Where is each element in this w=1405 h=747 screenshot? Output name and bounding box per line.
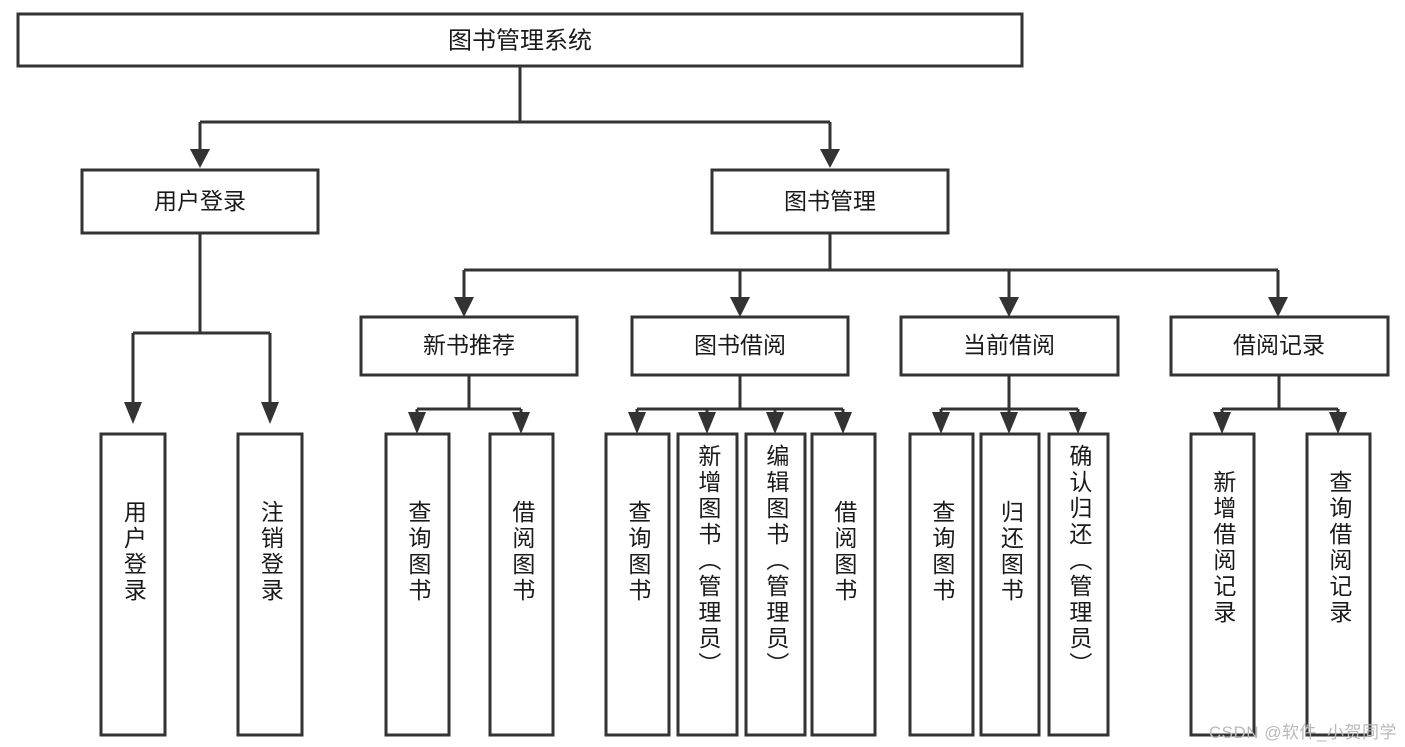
leaf-box-user-login-0[interactable] bbox=[99, 432, 167, 737]
arrowhead-leaf-book-borrow-3 bbox=[834, 412, 852, 434]
arrowhead-leaf-user-login-0 bbox=[124, 402, 142, 424]
node-book-borrow-box[interactable] bbox=[630, 315, 850, 377]
leaf-box-current-borrow-0[interactable] bbox=[908, 432, 975, 737]
leaf-box-book-borrow-0[interactable] bbox=[604, 432, 671, 737]
arrowhead-new-book bbox=[454, 297, 474, 317]
leaf-box-new-book-1[interactable] bbox=[488, 432, 555, 737]
leaf-box-book-borrow-3[interactable] bbox=[810, 432, 877, 737]
node-book-management[interactable]: 图书管理 bbox=[710, 168, 950, 235]
arrowhead-book-mgmt bbox=[820, 149, 840, 168]
node-new-book-recommend[interactable]: 新书推荐 bbox=[359, 315, 579, 377]
leaf-box-user-login-1[interactable] bbox=[236, 432, 304, 737]
arrowhead-borrow-record bbox=[1268, 297, 1288, 317]
arrowhead-leaf-book-borrow-1 bbox=[698, 412, 716, 434]
arrowhead-leaf-current-borrow-2 bbox=[1069, 412, 1087, 434]
node-borrow-record-box[interactable] bbox=[1169, 315, 1390, 377]
leaf-box-book-borrow-2[interactable] bbox=[744, 432, 807, 737]
leaf-box-new-book-0[interactable] bbox=[384, 432, 451, 737]
node-root-box[interactable] bbox=[16, 12, 1024, 68]
arrowhead-leaf-borrow-record-0 bbox=[1213, 412, 1231, 434]
arrowhead-leaf-new-book-1 bbox=[512, 412, 530, 434]
node-user-login[interactable]: 用户登录 bbox=[80, 168, 320, 235]
node-book-management-label: 图书管理 bbox=[784, 188, 876, 214]
arrowhead-leaf-current-borrow-1 bbox=[1000, 412, 1018, 434]
node-book-management-box[interactable] bbox=[710, 168, 950, 235]
node-root[interactable]: 图书管理系统 bbox=[16, 12, 1024, 68]
arrowhead-current-borrow bbox=[999, 297, 1019, 317]
node-root-label: 图书管理系统 bbox=[448, 27, 592, 54]
arrowhead-leaf-borrow-record-1 bbox=[1329, 412, 1347, 434]
arrowhead-leaf-book-borrow-0 bbox=[628, 412, 646, 434]
node-current-borrow-box[interactable] bbox=[899, 315, 1120, 377]
leaf-box-current-borrow-1[interactable] bbox=[979, 432, 1041, 737]
node-user-login-label: 用户登录 bbox=[154, 188, 246, 214]
arrowhead-user-login bbox=[190, 149, 210, 168]
node-book-borrow[interactable]: 图书借阅 bbox=[630, 315, 850, 377]
node-borrow-record-label: 借阅记录 bbox=[1233, 332, 1325, 358]
node-current-borrow-label: 当前借阅 bbox=[963, 332, 1055, 358]
arrowhead-book-borrow bbox=[730, 297, 750, 317]
leaf-box-borrow-record-0[interactable] bbox=[1189, 432, 1256, 737]
node-new-book-recommend-label: 新书推荐 bbox=[423, 332, 515, 358]
leaf-box-current-borrow-2[interactable] bbox=[1047, 432, 1110, 737]
node-new-book-recommend-box[interactable] bbox=[359, 315, 579, 377]
leaf-box-borrow-record-1[interactable] bbox=[1305, 432, 1372, 737]
arrowhead-leaf-current-borrow-0 bbox=[932, 412, 950, 434]
node-book-borrow-label: 图书借阅 bbox=[694, 332, 786, 358]
node-current-borrow[interactable]: 当前借阅 bbox=[899, 315, 1120, 377]
node-borrow-record[interactable]: 借阅记录 bbox=[1169, 315, 1390, 377]
csdn-watermark: CSDN @软件_小贺同学 bbox=[1208, 723, 1397, 742]
arrowhead-leaf-book-borrow-2 bbox=[766, 412, 784, 434]
arrowhead-leaf-new-book-0 bbox=[408, 412, 426, 434]
arrowhead-leaf-user-login-1 bbox=[261, 402, 279, 424]
leaf-box-book-borrow-1[interactable] bbox=[676, 432, 739, 737]
